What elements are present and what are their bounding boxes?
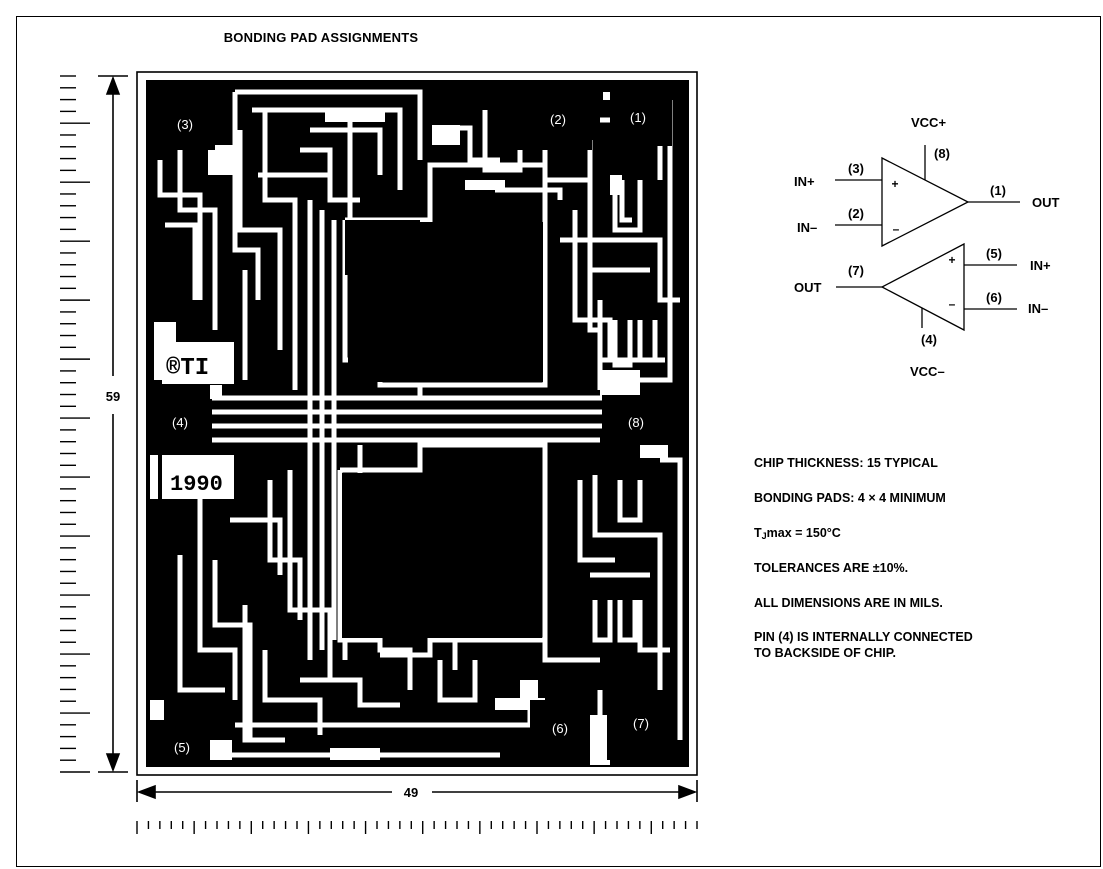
note-bonding-pads: BONDING PADS: 4 × 4 MINIMUM xyxy=(754,491,946,505)
note-tolerances: TOLERANCES ARE ±10%. xyxy=(754,561,909,575)
note-pin4-line2: TO BACKSIDE OF CHIP. xyxy=(754,646,896,660)
vcc-pos-label: VCC+ xyxy=(911,115,946,130)
figure-frame xyxy=(16,16,1101,867)
note-pin4-line1: PIN (4) IS INTERNALLY CONNECTED xyxy=(754,630,973,644)
pad-6-label: (6) xyxy=(552,721,568,736)
tj-prefix: T xyxy=(754,526,762,540)
tj-rest: max = 150°C xyxy=(766,526,841,540)
pad-labels: (1) (2) (3) (4) (5) (6) (7) (8) xyxy=(172,110,649,755)
in-pos-label-a: IN+ xyxy=(794,174,815,189)
in-pos-label-b: IN+ xyxy=(1030,258,1051,273)
op-b-minus: – xyxy=(949,297,956,311)
op-a-plus: + xyxy=(891,177,898,191)
note-dimensions: ALL DIMENSIONS ARE IN MILS. xyxy=(754,596,943,610)
ti-logo-mark: ®TI xyxy=(166,355,209,382)
left-ruler xyxy=(60,75,90,773)
figure-title: BONDING PAD ASSIGNMENTS xyxy=(223,30,419,45)
pad-5-label: (5) xyxy=(174,740,190,755)
pin-1-label: (1) xyxy=(990,183,1006,198)
in-neg-label-a: IN– xyxy=(797,220,817,235)
pad-7-label: (7) xyxy=(633,716,649,731)
pin-8-label: (8) xyxy=(934,146,950,161)
pad-1-label: (1) xyxy=(630,110,646,125)
pin-2-label: (2) xyxy=(848,206,864,221)
pad-2-label: (2) xyxy=(550,112,566,127)
bottom-ruler xyxy=(136,821,698,834)
op-a-minus: – xyxy=(893,222,900,236)
width-dimension-arrow xyxy=(136,780,698,802)
pad-8-label: (8) xyxy=(628,415,644,430)
note-chip-thickness: CHIP THICKNESS: 15 TYPICAL xyxy=(754,456,938,470)
height-dimension-arrow xyxy=(98,75,128,773)
in-neg-label-b: IN– xyxy=(1028,301,1048,316)
op-amp-schematic xyxy=(835,145,1020,332)
pad-4-label: (4) xyxy=(172,415,188,430)
vcc-neg-label: VCC– xyxy=(910,364,945,379)
note-tj-max: TJmax = 150°C xyxy=(754,525,841,544)
height-dimension-label: 59 xyxy=(106,389,120,404)
tj-subscript: J xyxy=(761,531,767,541)
op-amp-b-triangle xyxy=(880,242,965,332)
pin-3-label: (3) xyxy=(848,161,864,176)
pin-5-label: (5) xyxy=(986,246,1002,261)
op-b-plus: + xyxy=(948,253,955,267)
out-label-b: OUT xyxy=(794,280,822,295)
pin-7-label: (7) xyxy=(848,263,864,278)
schematic-labels: + – + – VCC+ (8) IN+ (3) IN– (2) (1) OUT… xyxy=(794,115,1060,379)
out-label-a: OUT xyxy=(1032,195,1060,210)
pin-4-label: (4) xyxy=(921,332,937,347)
year-mark: 1990 xyxy=(170,472,223,497)
width-dimension-label: 49 xyxy=(404,785,418,800)
chip-die: (1) (2) (3) (4) (5) (6) (7) (8) ®TI 1990 xyxy=(136,71,698,776)
pad-3-label: (3) xyxy=(177,117,193,132)
pin-6-label: (6) xyxy=(986,290,1002,305)
